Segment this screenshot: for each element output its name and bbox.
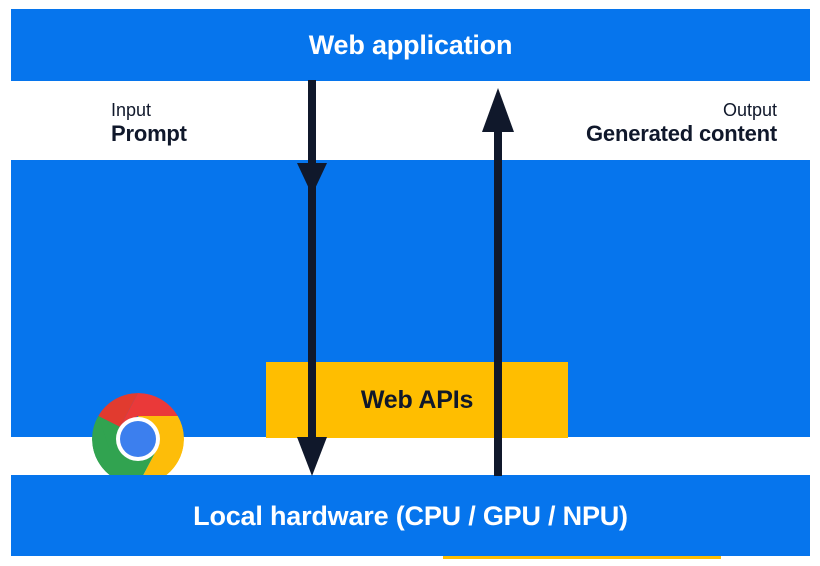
web-application-label: Web application bbox=[308, 30, 513, 60]
layer-local-hardware: Local hardware (CPU / GPU / NPU) bbox=[11, 475, 810, 556]
arrow-down-icon bbox=[297, 80, 327, 476]
output-kind-label: Output bbox=[722, 100, 777, 120]
input-value-label: Prompt bbox=[111, 121, 187, 147]
local-hardware-label: Local hardware (CPU / GPU / NPU) bbox=[193, 501, 628, 531]
chrome-logo-icon bbox=[90, 391, 186, 487]
layer-web-application: Web application bbox=[11, 9, 810, 81]
flow-label-input: Input Prompt bbox=[111, 100, 187, 147]
output-value-label: Generated content bbox=[586, 121, 777, 147]
input-kind-label: Input bbox=[111, 100, 152, 120]
flow-label-output: Output Generated content bbox=[586, 100, 777, 147]
web-apis-label: Web APIs bbox=[360, 385, 474, 414]
layer-browser: Browser Web APIs Built-in models and run… bbox=[11, 160, 810, 559]
arrow-up-icon bbox=[482, 88, 514, 476]
component-web-apis[interactable]: Web APIs bbox=[266, 362, 568, 438]
